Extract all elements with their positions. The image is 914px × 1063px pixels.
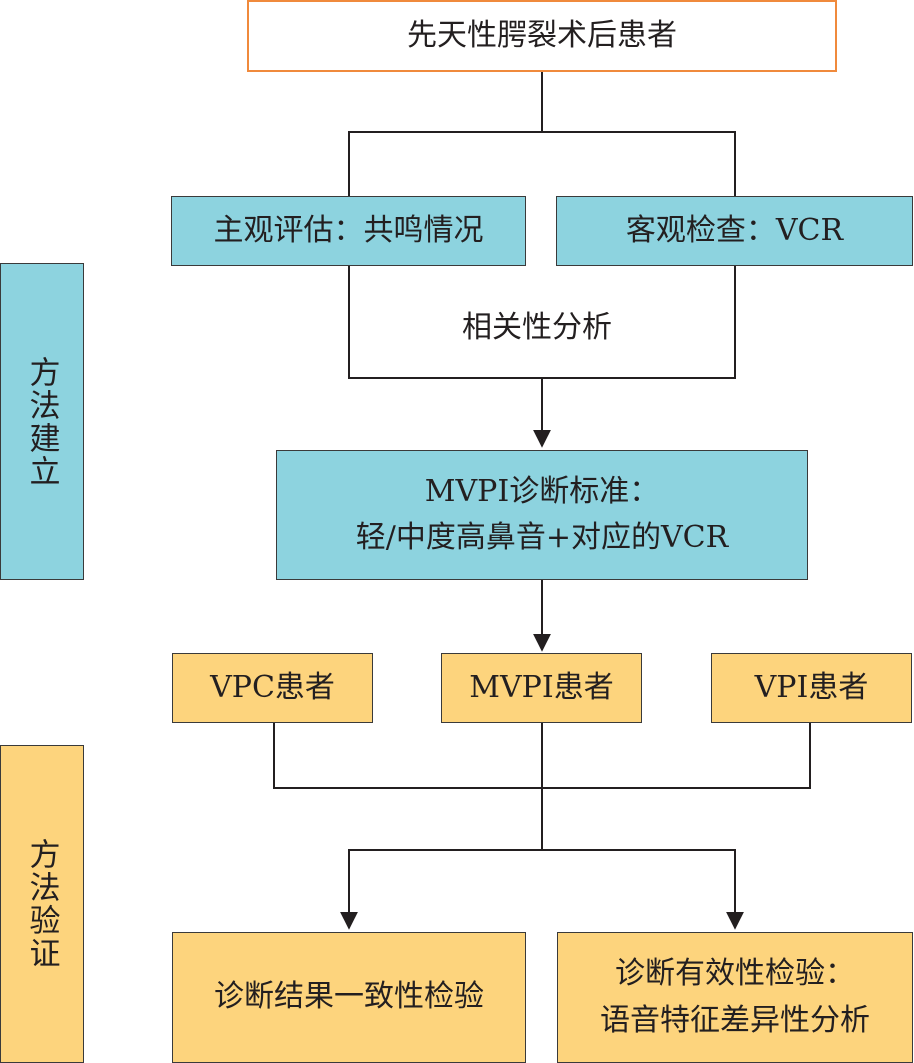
criteria-box: MVPI诊断标准： 轻/中度高鼻音+对应的VCR: [276, 450, 808, 580]
criteria-line-2: 轻/中度高鼻音+对应的VCR: [355, 520, 729, 555]
method-verify-sidebar: 方法验证: [0, 745, 84, 1063]
objective-exam-label: 客观检查：VCR: [625, 212, 844, 248]
mvpi-patients-box: MVPI患者: [441, 653, 642, 723]
validity-test-line-2: 语音特征差异性分析: [600, 1002, 870, 1038]
validity-test-box: 诊断有效性检验： 语音特征差异性分析: [557, 932, 913, 1063]
subjective-assessment-label: 主观评估：共鸣情况: [213, 212, 484, 248]
method-establish-sidebar: 方法建立: [0, 263, 84, 580]
consistency-test-label: 诊断结果一致性检验: [214, 979, 484, 1015]
patients-box: 先天性腭裂术后患者: [247, 0, 837, 72]
method-verify-label: 方法验证: [23, 838, 60, 970]
vpc-patients-label: VPC患者: [210, 669, 335, 705]
objective-exam-box: 客观检查：VCR: [556, 196, 913, 266]
consistency-test-box: 诊断结果一致性检验: [172, 932, 526, 1063]
vpc-patients-box: VPC患者: [172, 653, 373, 723]
validity-test-line-1: 诊断有效性检验：: [615, 956, 855, 991]
criteria-line-1: MVPI诊断标准：: [424, 473, 660, 509]
correlation-analysis-label: 相关性分析: [462, 310, 612, 345]
method-establish-label: 方法建立: [23, 355, 60, 488]
vpi-patients-box: VPI患者: [711, 653, 912, 723]
mvpi-patients-label: MVPI患者: [469, 669, 614, 705]
vpi-patients-label: VPI患者: [754, 669, 869, 705]
patients-label: 先天性腭裂术后患者: [407, 17, 677, 53]
subjective-assessment-box: 主观评估：共鸣情况: [171, 196, 526, 266]
